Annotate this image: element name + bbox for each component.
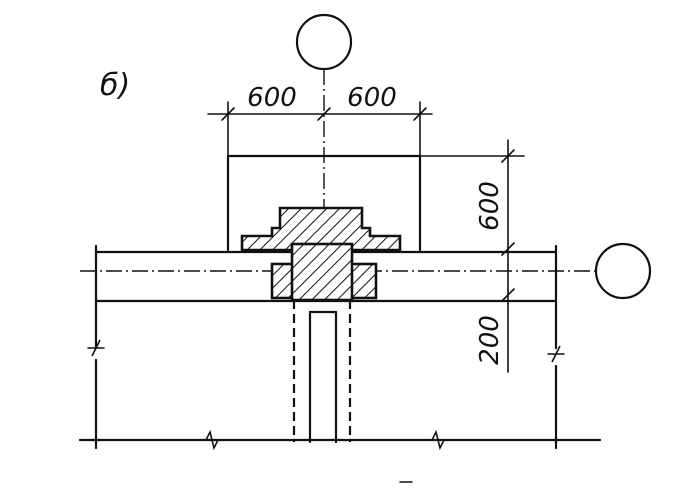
dimension-slab-200: 200 <box>475 315 505 365</box>
joint-section <box>240 206 402 302</box>
lower-column <box>292 300 352 444</box>
horizontal-axis-marker <box>594 242 652 300</box>
right-height-dimension: 600 200 <box>419 139 525 373</box>
floor-slab <box>78 244 602 451</box>
upper-collar <box>240 206 402 252</box>
column-cap-outline <box>226 154 422 252</box>
dimension-left-600: 600 <box>247 83 297 113</box>
vertical-axis-marker <box>295 13 353 71</box>
core-block <box>290 242 354 302</box>
dimension-right-600: 600 <box>347 83 397 113</box>
top-width-dimension: 600 600 <box>207 83 433 159</box>
dimension-cap-height-600: 600 <box>475 181 505 231</box>
panel-label: б) <box>100 68 130 103</box>
